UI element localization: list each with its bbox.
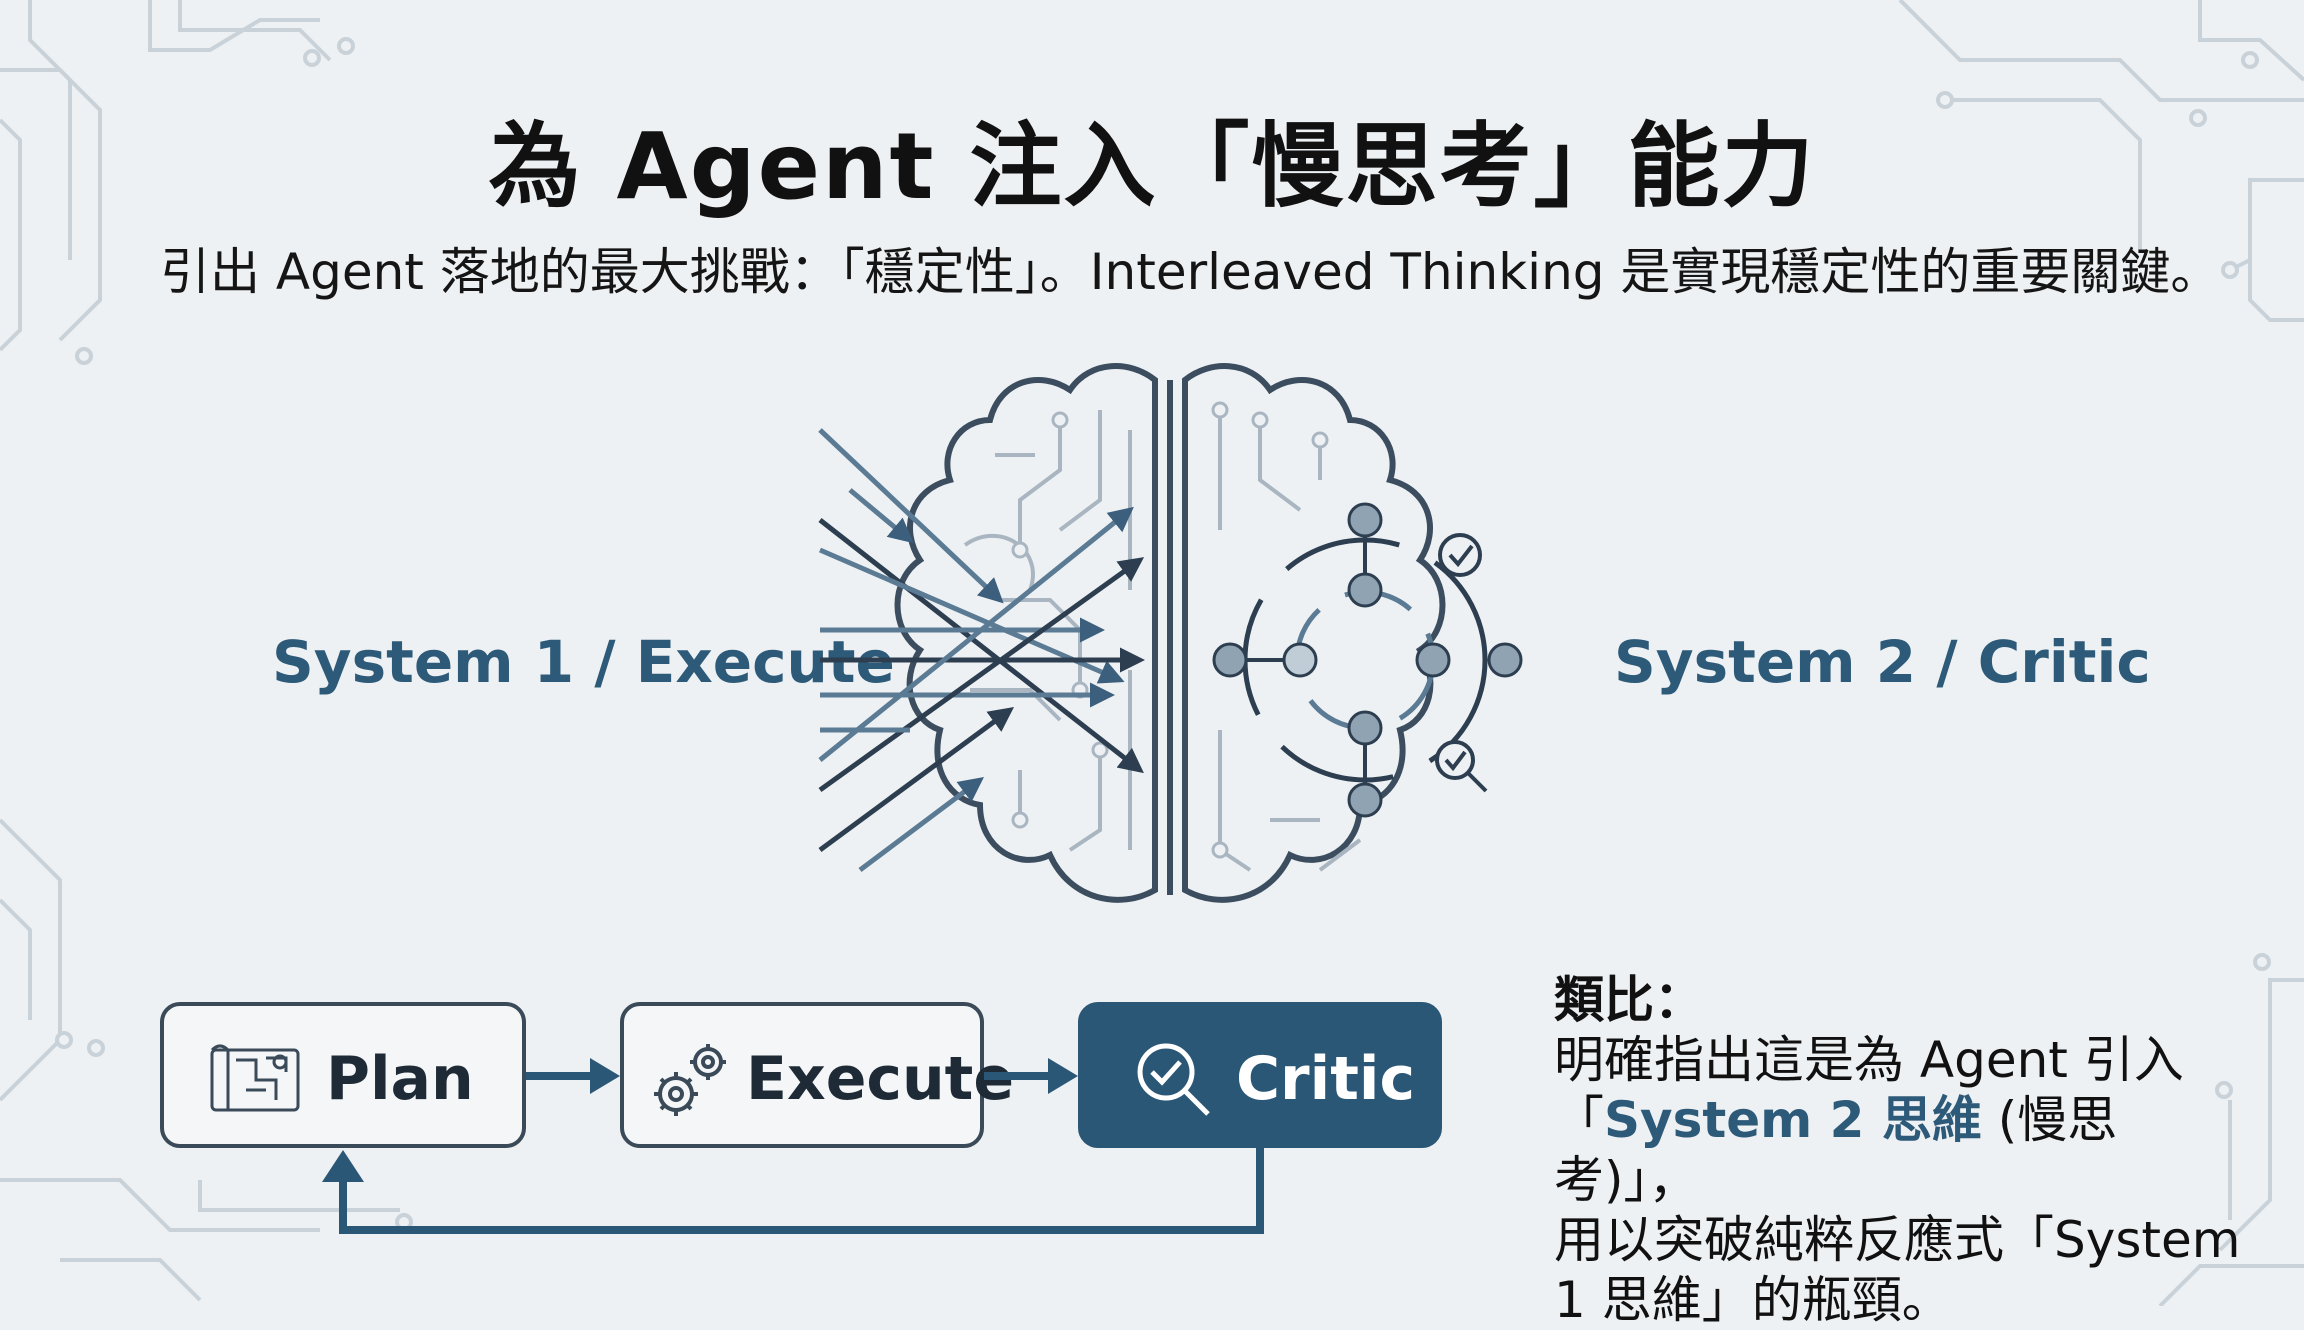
execute-step: Execute — [620, 1002, 1014, 1148]
note-line-4: 1 思維」的瓶頸。 — [1554, 1271, 1952, 1329]
check-magnifier-icon — [1435, 740, 1488, 793]
plan-step: Plan — [160, 1002, 526, 1148]
plan-label: Plan — [326, 1044, 474, 1114]
right-hemisphere — [1182, 363, 1446, 903]
check-icon-top — [1438, 533, 1482, 577]
page-subtitle: 引出 Agent 落地的最大挑戰：「穩定性」。Interleaved Think… — [160, 243, 2221, 301]
note-line-1: 明確指出這是為 Agent 引入 — [1554, 1031, 2184, 1089]
critic-step: Critic — [1078, 1002, 1442, 1148]
page-title: 為 Agent 注入「慢思考」能力 — [488, 113, 1816, 220]
system-1-label: System 1 / Execute — [272, 628, 895, 696]
loop-nodes — [1212, 502, 1523, 818]
blueprint-map-icon — [210, 1044, 300, 1112]
note-line-2-open: 「 — [1554, 1091, 1604, 1149]
analogy-note: 類比： 明確指出這是為 Agent 引入 「System 2 思維 (慢思考)」… — [1554, 970, 2254, 1330]
brain-illustration — [818, 363, 1523, 903]
note-heading: 類比： — [1554, 971, 1704, 1029]
note-line-2-rest: (慢思考)」， — [1554, 1091, 2118, 1209]
system-2-label: System 2 / Critic — [1614, 628, 2151, 696]
note-line-3: 用以突破純粹反應式「System — [1554, 1211, 2241, 1269]
magnifier-check-icon — [1137, 1043, 1210, 1116]
left-hemisphere — [894, 363, 1158, 903]
note-line-2: 「System 2 思維 (慢思考)」， — [1554, 1090, 2254, 1210]
execute-label: Execute — [746, 1044, 1015, 1114]
system-2-highlight: System 2 思維 — [1604, 1091, 1982, 1149]
critic-label: Critic — [1236, 1044, 1416, 1114]
fast-arrows — [818, 428, 1145, 872]
gears-icon — [654, 1044, 726, 1116]
